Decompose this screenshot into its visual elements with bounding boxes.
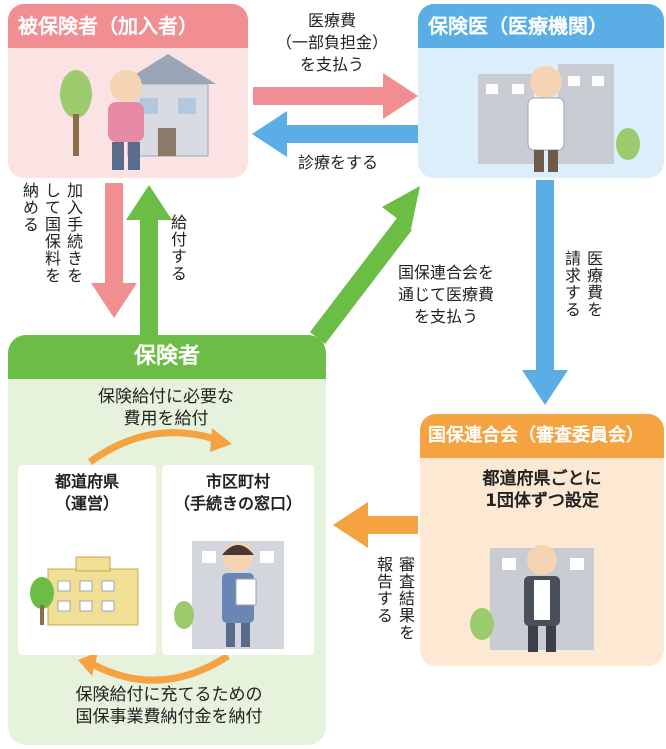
arrow-claim-fee [522, 180, 568, 405]
prefecture-card: 都道府県 （運営） [18, 465, 156, 655]
label-claim-fee: 医療費を 請求する [562, 250, 603, 318]
insured-person-house-illustration [60, 54, 216, 170]
insured-title: 被保険者（加入者） [8, 4, 248, 48]
label-payment: 保険給付に充てるための 国保事業費納付金を納付 [75, 685, 263, 727]
arrow-report-result [333, 502, 418, 548]
label-benefit: 給付する [168, 214, 187, 282]
municipality-card: 市区町村 （手続きの窓口） [162, 465, 314, 655]
arrow-provide-care [252, 111, 420, 157]
arrow-pay-medical-fee [253, 73, 418, 119]
insured-box: 被保険者（加入者） [8, 4, 248, 178]
doctor-title: 保険医（医療機関） [418, 4, 664, 48]
arrow-enroll-pay [91, 183, 137, 318]
federation-box: 国保連合会（審査委員会） 都道府県ごとに 1団体ずつ設定 [420, 414, 664, 666]
label-pay-via-federation: 国保連合会を 通じて医療費 を支払う [397, 263, 494, 326]
municipality-staff-illustration [174, 541, 284, 649]
label-enroll-pay: 加入手続きを して国保料を 納める [20, 182, 83, 284]
doctor-box: 保険医（医療機関） [418, 4, 664, 178]
label-pay-medical-fee: 医療費 （一部負担金） を支払う [275, 11, 388, 74]
prefecture-title: 都道府県 （運営） [54, 472, 119, 513]
municipality-title: 市区町村 （手続きの窓口） [173, 472, 302, 513]
federation-examiner-illustration [470, 545, 594, 652]
prefecture-building-illustration [30, 556, 139, 626]
label-report-result: 審査結果を 報告する [374, 556, 415, 641]
federation-body: 都道府県ごとに 1団体ずつ設定 [482, 469, 602, 511]
federation-title: 国保連合会（審査委員会） [420, 414, 664, 458]
label-subsidy: 保険給付に必要な 費用を給付 [98, 387, 234, 429]
label-provide-care: 診療をする [297, 153, 378, 172]
doctor-hospital-illustration [478, 64, 640, 172]
arrow-benefit [126, 185, 172, 338]
insurer-title: 保険者 [8, 335, 326, 379]
arrow-pay-via-federation [310, 186, 420, 344]
